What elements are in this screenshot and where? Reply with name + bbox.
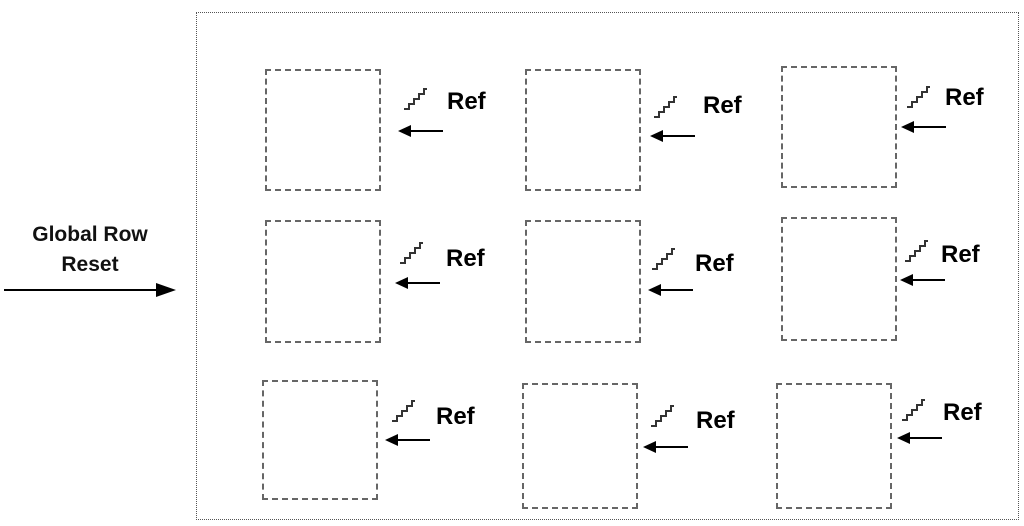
ramp-icon: [905, 240, 928, 262]
ref-label: Ref: [941, 241, 980, 268]
pixel-cell-1-1: [265, 69, 381, 191]
pixel-cell-3-2: [522, 383, 638, 509]
ramp-icon: [654, 96, 677, 118]
ref-label: Ref: [703, 92, 742, 119]
left-arrow-icon: [385, 434, 430, 446]
ref-label: Ref: [436, 403, 475, 430]
ramp-icon: [400, 242, 423, 264]
pixel-cell-1-2: [525, 69, 641, 191]
pixel-cell-2-1: [265, 220, 381, 343]
ref-label: Ref: [945, 84, 984, 111]
left-arrow-icon: [901, 121, 946, 133]
ramp-icon: [392, 400, 415, 422]
ref-label: Ref: [943, 399, 982, 426]
left-arrow-icon: [648, 284, 693, 296]
ref-label: Ref: [695, 250, 734, 277]
left-arrow-icon: [650, 130, 695, 142]
left-arrow-icon: [900, 274, 945, 286]
ref-label: Ref: [446, 245, 485, 272]
ref-label: Ref: [696, 407, 735, 434]
global-row-reset-arrow: [4, 283, 176, 297]
pixel-cell-2-2: [525, 220, 641, 343]
ramp-icon: [907, 86, 930, 108]
ramp-icon: [404, 88, 427, 110]
left-arrow-icon: [897, 432, 942, 444]
ref-label: Ref: [447, 88, 486, 115]
ramp-icon: [651, 405, 674, 427]
pixel-cell-3-1: [262, 380, 378, 500]
pixel-cell-1-3: [781, 66, 897, 188]
pixel-cell-3-3: [776, 383, 892, 509]
global-row-reset-label: Global Row Reset: [32, 223, 148, 276]
pixel-array-frame: [196, 12, 1019, 520]
left-arrow-icon: [643, 441, 688, 453]
ramp-icon: [652, 248, 675, 270]
pixel-cell-2-3: [781, 217, 897, 341]
left-arrow-icon: [395, 277, 440, 289]
ramp-icon: [902, 399, 925, 421]
left-arrow-icon: [398, 125, 443, 137]
